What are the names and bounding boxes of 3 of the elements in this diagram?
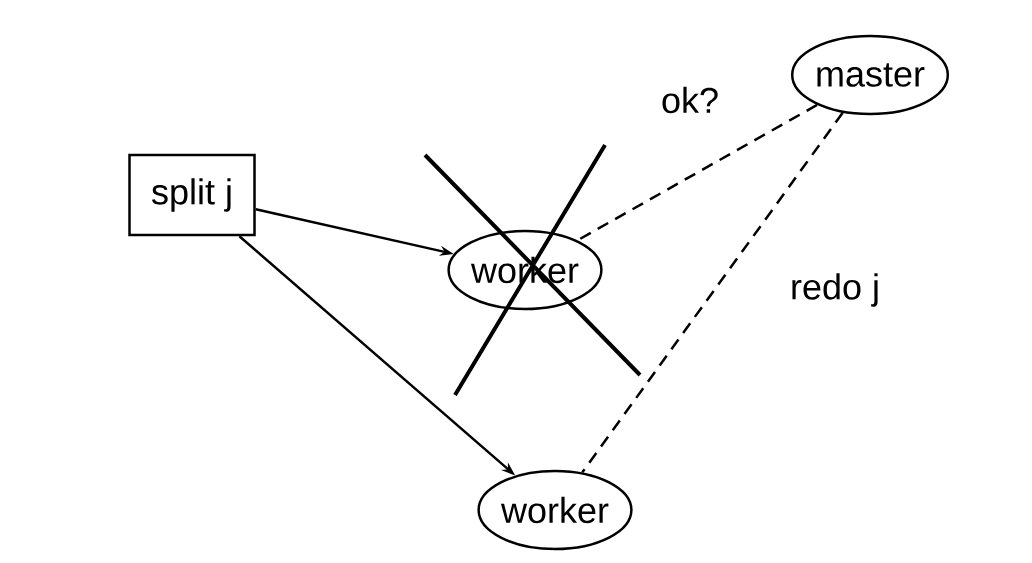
edge-label: ok?	[659, 84, 722, 116]
edge-label: redo j	[788, 271, 883, 309]
process-box: split j	[128, 153, 256, 237]
